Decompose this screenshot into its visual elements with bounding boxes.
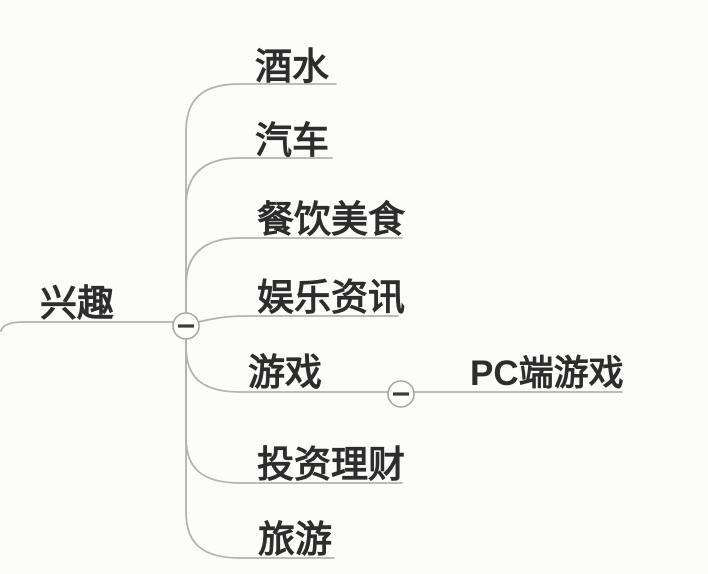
node-pc-games[interactable]: PC端游戏 bbox=[470, 354, 624, 393]
branch-line-drinks bbox=[185, 83, 337, 314]
branch-line-entertainment bbox=[197, 315, 399, 323]
branch-line-travel bbox=[185, 338, 335, 559]
games-collapse-button[interactable] bbox=[387, 380, 415, 408]
root-collapse-button[interactable] bbox=[172, 312, 200, 340]
node-drinks[interactable]: 酒水 bbox=[255, 46, 330, 87]
node-entertainment[interactable]: 娱乐资讯 bbox=[257, 277, 405, 318]
node-root[interactable]: 兴趣 bbox=[40, 283, 114, 324]
node-cars[interactable]: 汽车 bbox=[255, 120, 329, 161]
branch-line-cars bbox=[185, 157, 333, 314]
node-investment[interactable]: 投资理财 bbox=[257, 444, 405, 485]
node-travel[interactable]: 旅游 bbox=[258, 519, 332, 560]
node-food[interactable]: 餐饮美食 bbox=[257, 198, 406, 240]
node-games[interactable]: 游戏 bbox=[248, 352, 322, 393]
root-branch-line bbox=[0, 321, 175, 332]
branch-line-food bbox=[185, 237, 403, 314]
